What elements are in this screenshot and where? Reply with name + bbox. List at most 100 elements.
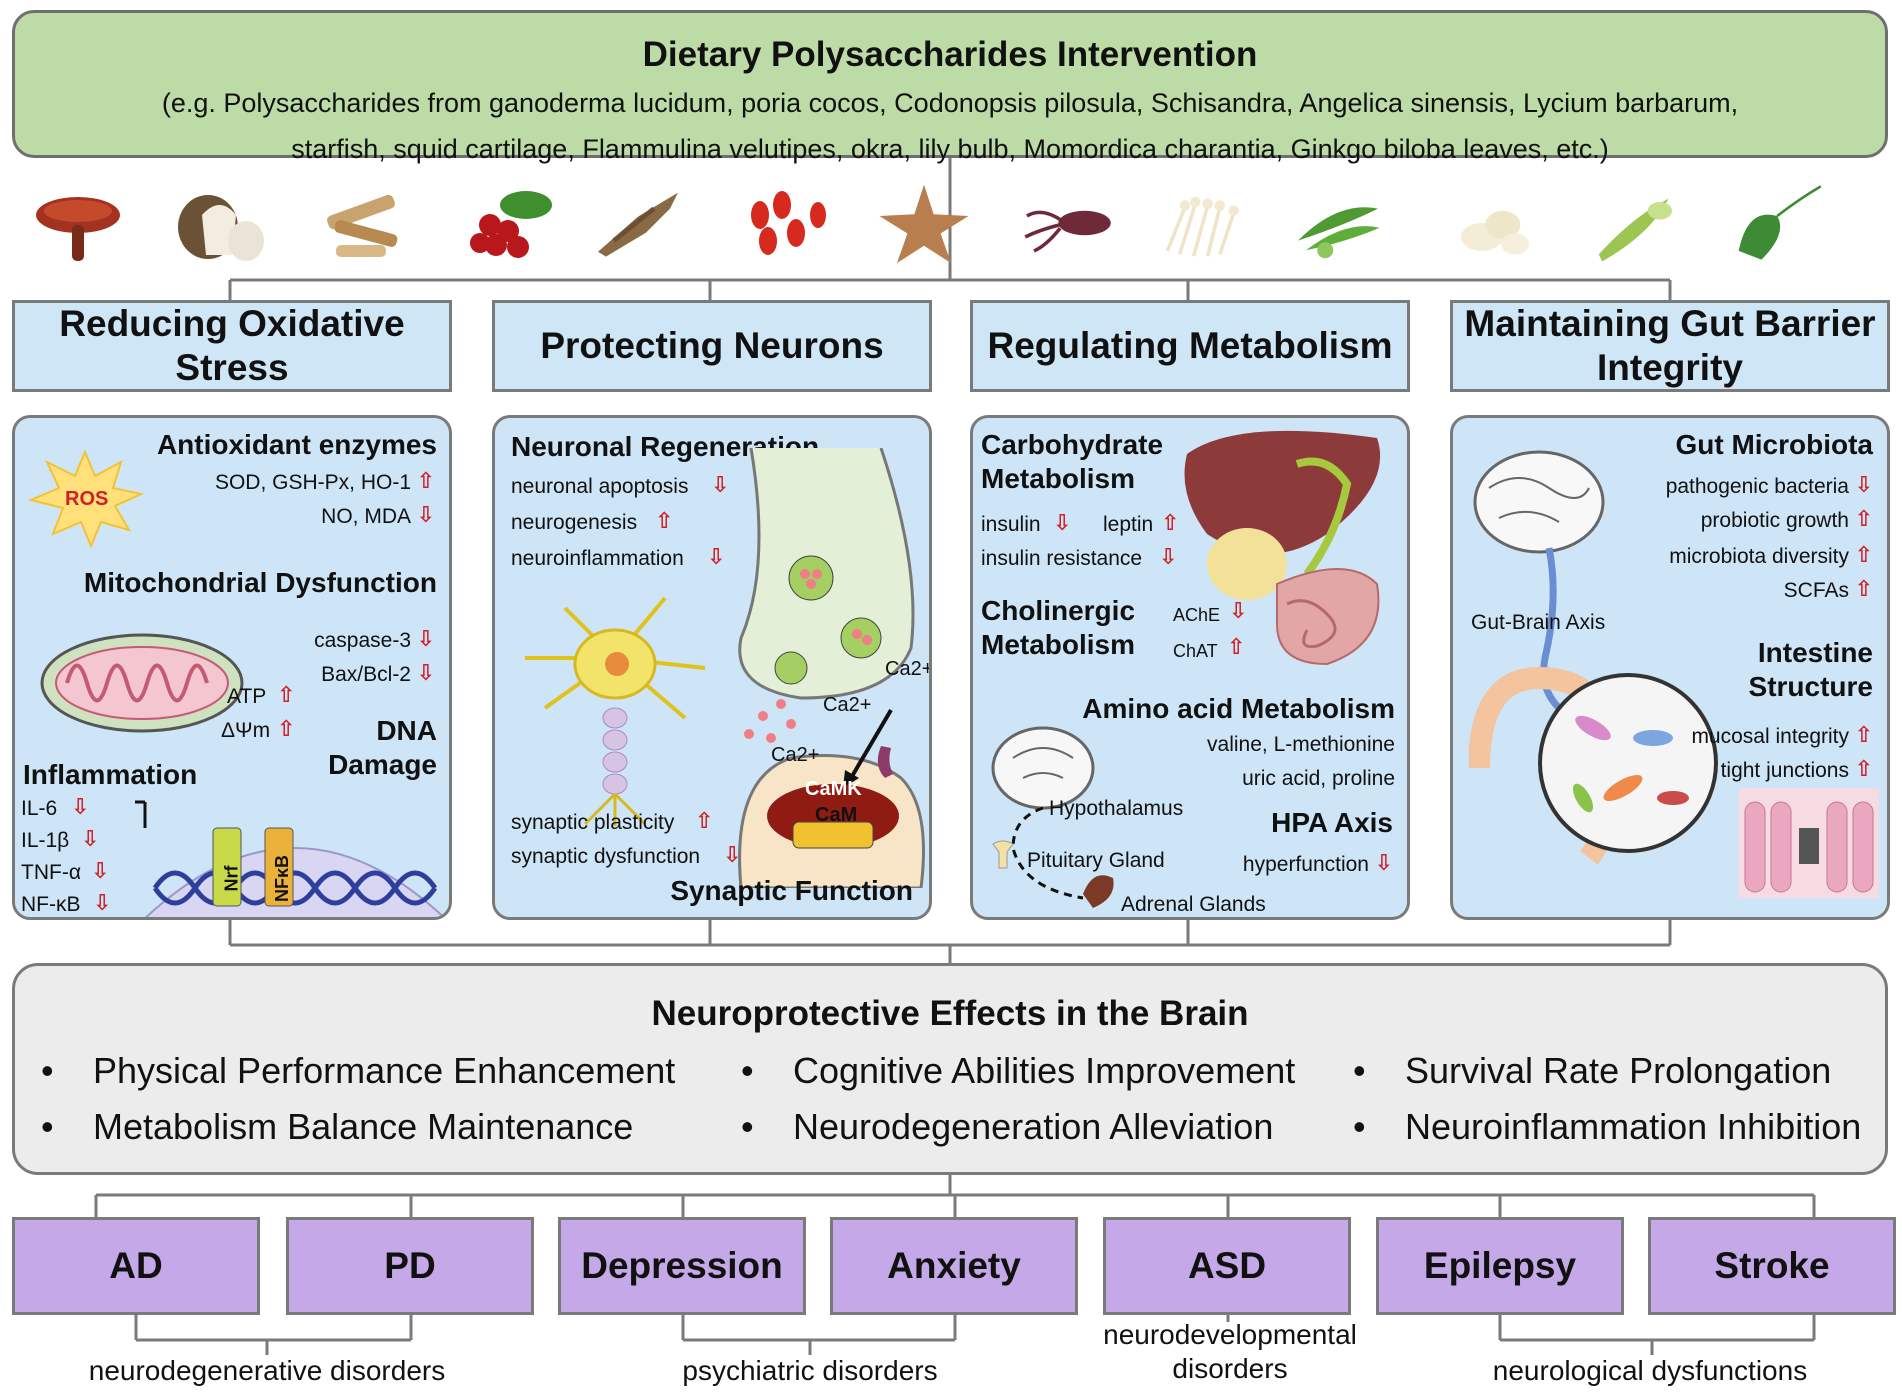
schisandra-icon	[470, 191, 552, 258]
down-arrow-icon: ⇩	[416, 626, 435, 651]
up-arrow-icon: ⇧	[277, 682, 296, 707]
plasticity-text: synaptic plasticity	[511, 811, 675, 834]
antioxidant-title: Antioxidant enzymes	[156, 429, 437, 460]
disease-ad: AD	[12, 1217, 260, 1315]
ache-text: AChE	[1173, 605, 1221, 625]
down-arrow-icon: ⇩	[1159, 544, 1178, 569]
leptin-text: leptin	[1103, 513, 1154, 536]
cam-label: CaM	[815, 804, 858, 826]
ros-label: ROS	[65, 488, 109, 510]
bax-text: Bax/Bcl-2	[321, 663, 411, 686]
nrf-label: Nrf	[221, 865, 242, 892]
nfkb-text: NF-κB	[21, 893, 81, 916]
group-neurological: neurological dysfunctions	[1492, 1355, 1808, 1386]
diversity-text: microbiota diversity	[1669, 545, 1849, 568]
panel-oxidative-stress: ROS Antioxidant enzymes SOD, GSH-Px, HO-…	[12, 415, 452, 920]
starfish-icon	[879, 184, 969, 264]
pathogenic-text: pathogenic bacteria	[1665, 475, 1849, 498]
microbiota-title: Gut Microbiota	[1675, 429, 1873, 460]
panel-protecting-neurons: Neuronal Regeneration neuronal apoptosis…	[492, 415, 932, 920]
ca2-label-2: Ca2+	[823, 694, 872, 716]
neuroinflammation-text: neuroinflammation	[511, 547, 684, 570]
up-arrow-icon: ⇧	[695, 808, 714, 833]
sod-text: SOD, GSH-Px, HO-1	[214, 471, 411, 494]
dna-nucleus-icon	[135, 800, 445, 917]
poria-icon	[178, 195, 264, 261]
hyperfunction-text: hyperfunction	[1242, 853, 1369, 876]
bullet-icon: •	[41, 1106, 54, 1147]
scfas-text: SCFAs	[1783, 579, 1849, 602]
intestine-title-1: Intestine	[1757, 637, 1873, 668]
liver-gut-icon	[1184, 430, 1381, 666]
amino-title: Amino acid Metabolism	[1082, 693, 1395, 724]
ca2-label-1: Ca2+	[885, 658, 932, 680]
down-arrow-icon: ⇩	[707, 544, 726, 569]
mitochondria-icon	[40, 633, 244, 733]
panel-metabolism: Carbohydrate Metabolism insulin ⇩ leptin…	[970, 415, 1410, 920]
banner-line-2: starfish, squid cartilage, Flammulina ve…	[291, 134, 1609, 164]
up-arrow-icon: ⇧	[1227, 634, 1246, 659]
caspase-text: caspase-3	[314, 629, 411, 652]
angelica-icon	[598, 192, 678, 257]
down-arrow-icon: ⇩	[93, 890, 112, 915]
squid-icon	[1024, 210, 1111, 253]
disease-epilepsy: Epilepsy	[1376, 1217, 1624, 1315]
apoptosis-text: neuronal apoptosis	[511, 475, 689, 498]
up-arrow-icon: ⇧	[277, 716, 296, 741]
chol-title-2: Metabolism	[981, 629, 1136, 660]
down-arrow-icon: ⇩	[91, 858, 110, 883]
up-arrow-icon: ⇧	[1854, 756, 1873, 781]
intervention-banner: Dietary Polysaccharides Intervention (e.…	[12, 10, 1888, 164]
dna-title-1: DNA	[376, 715, 437, 746]
gut-brain-axis-label: Gut-Brain Axis	[1471, 611, 1606, 634]
neuron-icon	[525, 596, 706, 826]
carb-title-1: Carbohydrate	[981, 429, 1164, 460]
bullet-icon: •	[41, 1050, 54, 1091]
mito-title: Mitochondrial Dysfunction	[83, 567, 437, 598]
ros-burst-icon	[27, 449, 145, 548]
down-arrow-icon: ⇩	[1053, 510, 1072, 535]
effect-1: Physical Performance Enhancement	[93, 1050, 676, 1091]
group-psychiatric: psychiatric disorders	[682, 1355, 938, 1386]
nfkb-label: NFκB	[272, 854, 293, 903]
synaptic-dysfunction-text: synaptic dysfunction	[511, 845, 701, 868]
tnf-text: TNF-α	[21, 861, 81, 884]
synaptic-title: Synaptic Function	[670, 875, 913, 906]
insulin-text: insulin	[981, 513, 1041, 536]
down-arrow-icon: ⇩	[416, 660, 435, 685]
category-gut-barrier: Maintaining Gut Barrier Integrity	[1450, 300, 1890, 392]
ginkgo-icon	[1738, 185, 1822, 260]
disease-stroke: Stroke	[1648, 1217, 1896, 1315]
category-oxidative-stress: Reducing Oxidative Stress	[12, 300, 452, 392]
down-arrow-icon: ⇩	[1374, 850, 1393, 875]
camk-label: CaMK	[805, 778, 862, 800]
no-mda-text: NO, MDA	[321, 505, 411, 528]
bullet-icon: •	[1353, 1106, 1366, 1147]
panel-gut-barrier: Gut-Brain Axis Gut Microbiota pathogenic…	[1450, 415, 1890, 920]
neuro-title: Neuroprotective Effects in the Brain	[651, 994, 1249, 1033]
banner-line-1: (e.g. Polysaccharides from ganoderma luc…	[161, 88, 1739, 118]
amino-text-1: valine, L-methionine	[1207, 733, 1395, 756]
up-arrow-icon: ⇧	[1854, 722, 1873, 747]
dpsi-text: ΔΨm	[221, 719, 271, 742]
down-arrow-icon: ⇩	[723, 842, 742, 867]
hypothalamus-label: Hypothalamus	[1049, 797, 1184, 820]
synapse-icon	[738, 448, 925, 888]
neurogenesis-text: neurogenesis	[511, 511, 638, 534]
up-arrow-icon: ⇧	[1161, 510, 1180, 535]
chat-text: ChAT	[1173, 641, 1218, 661]
up-arrow-icon: ⇧	[655, 508, 674, 533]
tight-junctions-text: tight junctions	[1720, 759, 1849, 782]
chol-title-1: Cholinergic	[981, 595, 1136, 626]
down-arrow-icon: ⇩	[416, 502, 435, 527]
down-arrow-icon: ⇩	[1854, 472, 1873, 497]
hpa-axis-icon	[991, 726, 1114, 908]
up-arrow-icon: ⇧	[1854, 542, 1873, 567]
disease-depression: Depression	[558, 1217, 806, 1315]
effect-5: Neurodegeneration Alleviation	[793, 1106, 1274, 1147]
lycium-icon	[751, 191, 826, 255]
effect-4: Metabolism Balance Maintenance	[93, 1106, 634, 1147]
group-neurodegenerative: neurodegenerative disorders	[88, 1355, 446, 1386]
banner-title: Dietary Polysaccharides Intervention	[642, 35, 1258, 74]
